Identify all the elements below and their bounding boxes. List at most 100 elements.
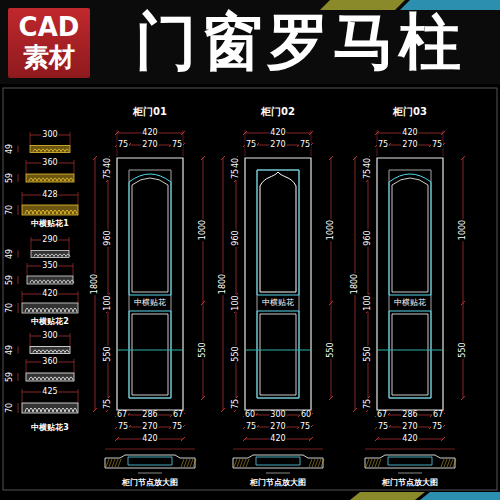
caption-underline bbox=[398, 473, 422, 474]
dim-tick bbox=[461, 156, 465, 160]
dimension: 420 bbox=[41, 290, 58, 298]
trim-piece bbox=[22, 403, 78, 413]
corner-stripe bbox=[400, 0, 500, 10]
dimension: 270 bbox=[141, 423, 158, 431]
dim-tick bbox=[441, 437, 445, 441]
trim-carving bbox=[65, 210, 69, 214]
dimension: 420 bbox=[401, 129, 418, 137]
trim-carving bbox=[61, 308, 65, 312]
cabinet-door bbox=[93, 130, 205, 473]
trim-carving bbox=[69, 178, 73, 181]
dim-tick bbox=[375, 437, 379, 441]
detail-caption: 柜门节点放大图 bbox=[381, 479, 439, 487]
trim-carving bbox=[57, 178, 61, 181]
section-hatch bbox=[115, 459, 118, 467]
caption-underline bbox=[138, 473, 162, 474]
trim-carving bbox=[41, 350, 45, 353]
ext-line bbox=[70, 132, 71, 146]
trim-carving bbox=[50, 254, 54, 257]
detail-caption: 柜门节点放大图 bbox=[249, 479, 307, 487]
part-name: 中横贴花2 bbox=[30, 318, 70, 326]
trim-carving bbox=[33, 178, 37, 181]
trim-carving bbox=[49, 149, 53, 152]
door-outline bbox=[117, 158, 183, 410]
raised-panel bbox=[392, 178, 428, 292]
dim-tick bbox=[221, 156, 225, 160]
trim-carving bbox=[57, 350, 61, 353]
dim-tick bbox=[329, 396, 333, 400]
trim-carving bbox=[29, 377, 33, 380]
dimension: 425 bbox=[41, 388, 58, 396]
corner-stripe bbox=[350, 492, 425, 500]
section-hatch bbox=[453, 459, 456, 467]
trim-carving bbox=[37, 350, 41, 353]
dim-tick bbox=[221, 408, 225, 412]
trim-carving bbox=[45, 210, 49, 214]
dim-line bbox=[18, 205, 19, 215]
raised-panel bbox=[392, 314, 428, 395]
section-hatch bbox=[237, 459, 240, 467]
trim-carving bbox=[61, 350, 65, 353]
panel-outline bbox=[389, 311, 431, 398]
ornaments bbox=[18, 132, 78, 413]
dimension: 70 bbox=[6, 302, 14, 314]
trim-carving bbox=[41, 377, 45, 380]
dim-line bbox=[368, 158, 369, 410]
section-hatch bbox=[193, 459, 196, 467]
dimension: 67 bbox=[116, 411, 128, 419]
dim-tick bbox=[353, 408, 357, 412]
trim-carving bbox=[38, 280, 42, 283]
trim-carving bbox=[65, 149, 69, 152]
dimension: 420 bbox=[141, 435, 158, 443]
dim-line bbox=[18, 303, 19, 313]
dim-tick bbox=[461, 301, 465, 305]
part-name: 中横贴花 bbox=[261, 299, 295, 307]
trim-carving bbox=[65, 178, 69, 181]
ext-line bbox=[78, 192, 79, 205]
dimension: 67 bbox=[172, 411, 184, 419]
section-hatch bbox=[444, 459, 447, 467]
door-title: 柜门02 bbox=[259, 106, 297, 118]
dimension: 75 bbox=[377, 141, 389, 149]
trim-carving bbox=[45, 178, 49, 181]
cabinet-door bbox=[221, 130, 333, 473]
trim-carving bbox=[66, 254, 70, 257]
dim-line bbox=[463, 158, 464, 398]
trim-carving bbox=[29, 308, 33, 312]
ext-line bbox=[22, 389, 23, 403]
trim-carving bbox=[69, 377, 73, 380]
dim-tick bbox=[201, 301, 205, 305]
trim-carving bbox=[54, 280, 58, 283]
trim-piece bbox=[26, 373, 74, 381]
dim-line bbox=[331, 158, 332, 398]
trim-carving bbox=[38, 254, 42, 257]
section-profile bbox=[105, 455, 195, 468]
dim-line bbox=[18, 251, 19, 258]
ext-line bbox=[78, 291, 79, 303]
ext-line bbox=[26, 160, 27, 174]
trim-carving bbox=[41, 308, 45, 312]
trim-carving bbox=[53, 377, 57, 380]
trim-carving bbox=[49, 350, 53, 353]
trim-carving bbox=[61, 178, 65, 181]
section-hatch bbox=[234, 459, 237, 467]
section-hatch bbox=[447, 459, 450, 467]
dimension: 420 bbox=[269, 129, 286, 137]
dimension: 550 bbox=[459, 341, 467, 358]
trim-carving bbox=[69, 408, 73, 412]
dimension: 59 bbox=[6, 274, 14, 286]
dimension: 49 bbox=[6, 143, 14, 155]
dimension: 290 bbox=[41, 236, 58, 244]
dim-line bbox=[365, 449, 455, 450]
raised-panel bbox=[260, 314, 296, 395]
trim-carving bbox=[37, 178, 41, 181]
page-title: 门窗罗马柱 bbox=[135, 11, 465, 73]
section-hatch bbox=[246, 459, 249, 467]
door-outline bbox=[245, 158, 311, 410]
ext-line bbox=[69, 237, 70, 251]
section-hatch bbox=[184, 459, 187, 467]
door-title: 柜门01 bbox=[131, 106, 169, 118]
trim-carving bbox=[33, 149, 37, 152]
dimension: 70 bbox=[6, 204, 14, 216]
